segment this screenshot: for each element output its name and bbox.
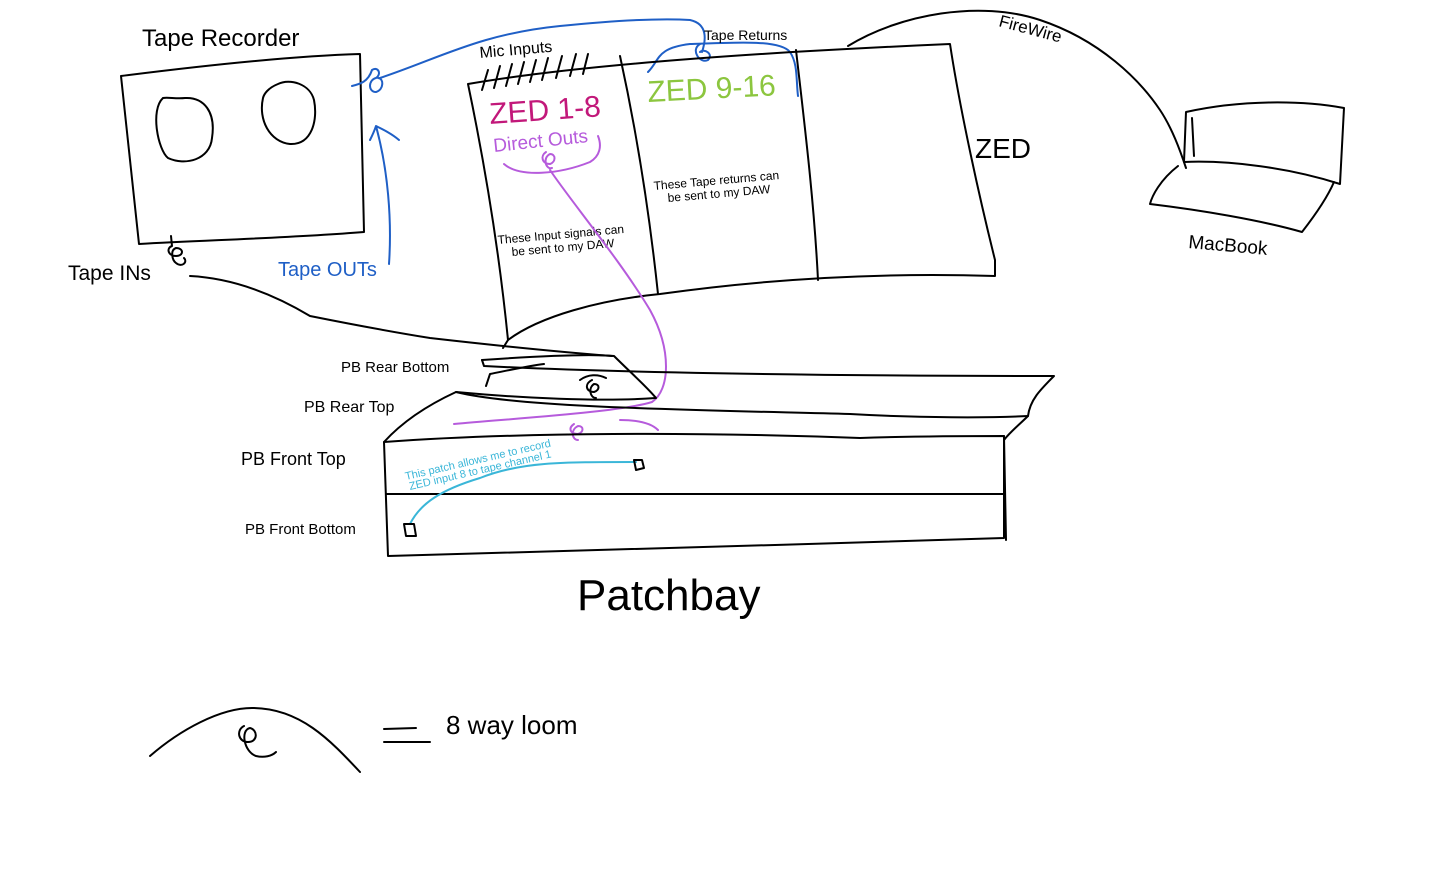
laptop-icon bbox=[1149, 101, 1345, 233]
zed-divider-1 bbox=[619, 55, 659, 295]
legend-dash-icon bbox=[383, 727, 431, 743]
tape-reel-icon bbox=[155, 80, 317, 163]
tape-recorder: Tape Recorder Tape INs Tape OUTs bbox=[68, 25, 400, 285]
patchbay-front-panel bbox=[383, 432, 1005, 557]
patchbay-right-edge bbox=[1003, 435, 1007, 541]
patch-plug-front-top-icon bbox=[633, 459, 645, 471]
tape-returns-label: Tape Returns bbox=[704, 27, 787, 43]
tape-return-cable bbox=[379, 18, 711, 79]
mic-input-jacks-icon bbox=[481, 53, 589, 91]
zed-mixer: ZED Mic Inputs Tape Returns ZED 1-8 Dire… bbox=[467, 27, 1031, 349]
mic-inputs-label: Mic Inputs bbox=[479, 39, 553, 62]
tape-ins-loom-icon bbox=[167, 235, 187, 266]
rear-bottom-cable bbox=[485, 363, 545, 387]
zed-direct-outs-label: Direct Outs bbox=[492, 126, 589, 157]
pb-rear-top-label: PB Rear Top bbox=[304, 399, 395, 416]
rear-top-loom-icon bbox=[569, 423, 584, 441]
legend-loom-example bbox=[149, 707, 361, 773]
patchbay: PB Rear Bottom PB Rear Top PB Front Top … bbox=[189, 275, 1055, 620]
patchbay-rear-top-surface bbox=[383, 391, 1029, 443]
zed-divider-2 bbox=[795, 49, 819, 281]
pb-front-bottom-label: PB Front Bottom bbox=[245, 521, 356, 538]
direct-outs-cable bbox=[453, 169, 667, 425]
zed-body bbox=[467, 43, 996, 341]
tape-return-cable-branch bbox=[647, 41, 799, 97]
patch-plug-front-bottom-icon bbox=[403, 523, 417, 537]
patchbay-title: Patchbay bbox=[577, 571, 760, 620]
pb-front-top-label: PB Front Top bbox=[241, 449, 346, 469]
zed-9-16-title: ZED 9-16 bbox=[647, 69, 777, 109]
pb-rear-bottom-label: PB Rear Bottom bbox=[341, 359, 449, 376]
direct-outs-cable-end bbox=[619, 419, 659, 431]
zed-title: ZED bbox=[975, 133, 1031, 164]
legend-label: 8 way loom bbox=[446, 710, 578, 740]
macbook-label: MacBook bbox=[1188, 232, 1269, 260]
patchbay-back-edge bbox=[481, 359, 1055, 441]
direct-outs-loom-icon bbox=[541, 151, 556, 170]
legend-loom-icon bbox=[238, 725, 277, 758]
firewire-cable bbox=[847, 9, 1187, 169]
zed-1-8-title: ZED 1-8 bbox=[488, 90, 602, 131]
tape-outs-label: Tape OUTs bbox=[278, 259, 377, 281]
tape-recorder-title: Tape Recorder bbox=[142, 25, 299, 52]
patchbay-rear-bottom-surface bbox=[455, 354, 657, 401]
tape-outs-loom-icon bbox=[351, 68, 384, 93]
legend: 8 way loom bbox=[149, 707, 578, 773]
patch-cable bbox=[409, 461, 637, 525]
tape-outs-cable bbox=[369, 125, 400, 265]
rear-bottom-loom-icon bbox=[579, 374, 607, 399]
direct-outs-bracket bbox=[503, 135, 601, 174]
tape-recorder-body bbox=[120, 53, 365, 245]
tape-ins-cable bbox=[189, 275, 613, 357]
tape-ins-label: Tape INs bbox=[68, 262, 151, 285]
